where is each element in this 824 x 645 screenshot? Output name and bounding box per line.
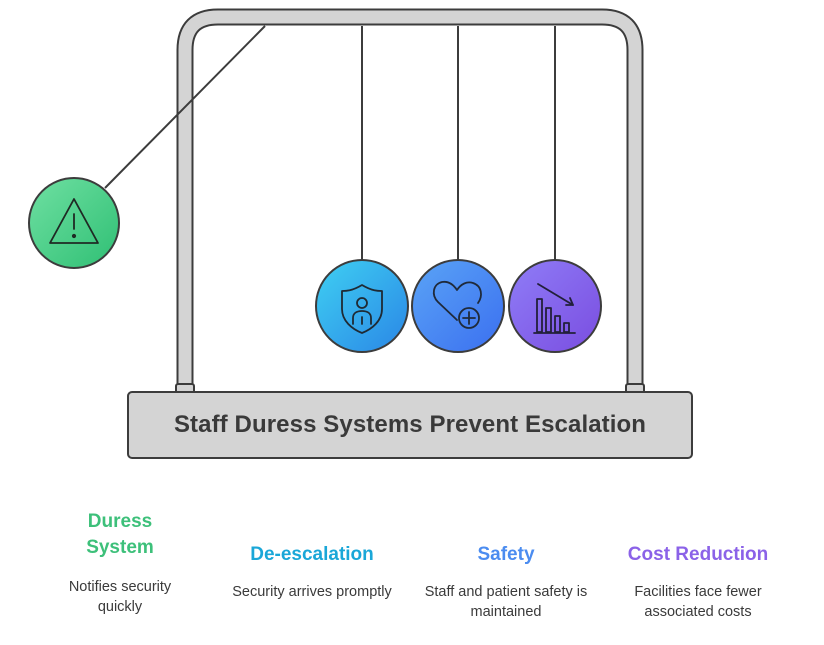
cradle-base — [127, 391, 693, 459]
warning-triangle-icon — [49, 198, 99, 244]
duress-system-label: Duress System Notifies security quickly — [52, 509, 188, 617]
duress-system-ball — [28, 177, 120, 269]
chart-decrease-icon — [533, 283, 576, 334]
heart-plus-icon — [432, 280, 482, 329]
pendulum-strings — [104, 25, 556, 260]
de-escalation-label: De-escalation Security arrives promptly — [232, 542, 392, 602]
safety-title: Safety — [477, 544, 535, 565]
cost-reduction-description: Facilities face fewer associated costs — [634, 584, 762, 620]
cost-reduction-label: Cost Reduction Facilities face fewer ass… — [612, 542, 784, 622]
cost-reduction-ball — [508, 259, 602, 353]
safety-description: Staff and patient safety is maintained — [424, 584, 588, 620]
de-escalation-description: Security arrives promptly — [232, 584, 392, 600]
cost-reduction-title: Cost Reduction — [627, 544, 769, 565]
cradle-frame — [175, 8, 645, 395]
safety-ball — [411, 259, 505, 353]
shield-person-icon — [341, 284, 383, 334]
de-escalation-title: De-escalation — [250, 544, 374, 565]
duress-system-title: Duress System — [86, 511, 154, 558]
diagram-title: Staff Duress Systems Prevent Escalation — [173, 411, 647, 438]
duress-system-description: Notifies security quickly — [68, 579, 172, 615]
de-escalation-ball — [315, 259, 409, 353]
safety-label: Safety Staff and patient safety is maint… — [422, 542, 590, 622]
